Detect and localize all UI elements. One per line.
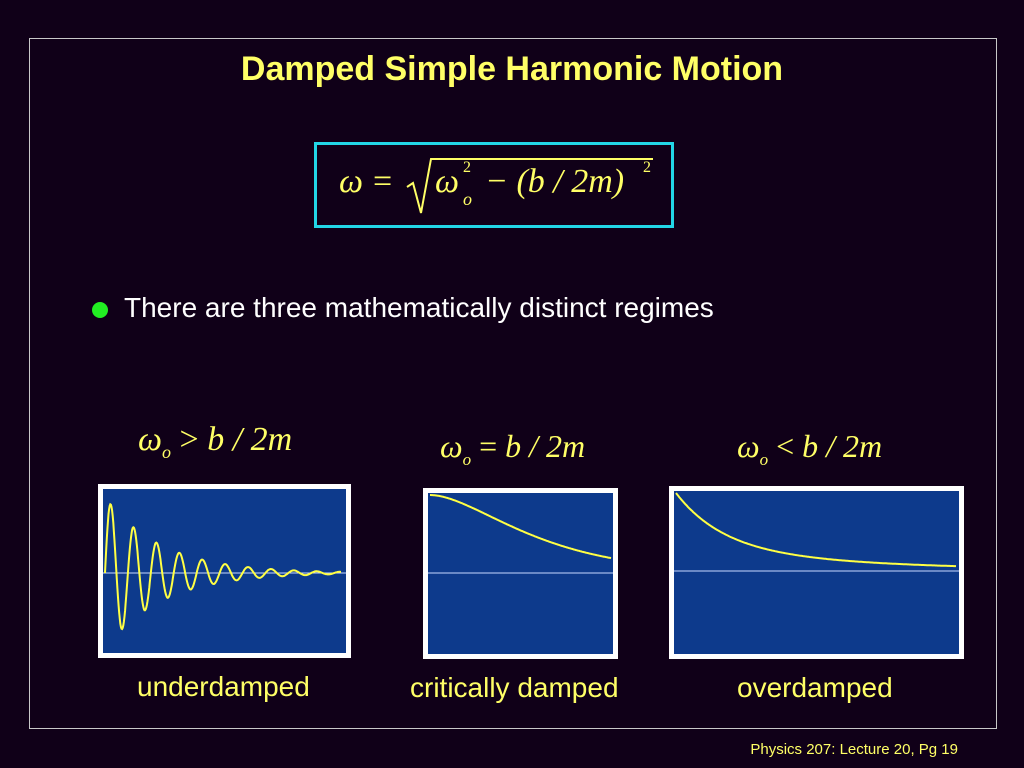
critically-damped-curve: [430, 494, 612, 560]
condition-overdamped: ωo < b / 2m: [737, 428, 883, 469]
critically-damped-plot: [428, 494, 613, 574]
cond-rel: >: [179, 421, 199, 458]
panel-underdamped: [98, 484, 351, 658]
bullet-dot-icon: [92, 302, 108, 318]
eq-sub-o: o: [463, 189, 472, 209]
cond-rhs: b / 2m: [207, 421, 293, 458]
cond-rhs: b / 2m: [802, 428, 883, 464]
condition-underdamped: ωo > b / 2m: [138, 421, 293, 462]
eq-equals: =: [373, 163, 393, 200]
overdamped-plot: [674, 492, 959, 572]
overdamped-curve: [675, 492, 956, 568]
sqrt-sign: [406, 158, 653, 214]
cond-omega: ω: [440, 428, 463, 464]
panel-overdamped: [669, 486, 964, 659]
panel-critically-damped: [423, 488, 618, 659]
caption-underdamped: underdamped: [137, 671, 310, 702]
eq-omega: ω: [339, 163, 364, 200]
slide-title: Damped Simple Harmonic Motion: [240, 50, 784, 88]
slide-frame: [29, 38, 997, 729]
equation-box: ω = ω 2 o − (b / 2m) 2: [314, 142, 674, 228]
condition-critically-damped: ωo = b / 2m: [440, 428, 586, 469]
eq-omega-o: ω: [435, 163, 460, 200]
bullet-text: There are three mathematically distinct …: [124, 292, 714, 323]
cond-omega: ω: [138, 421, 163, 458]
caption-critically-damped: critically damped: [410, 672, 619, 703]
underdamped-plot: [103, 502, 346, 631]
cond-sub: o: [759, 450, 769, 469]
cond-rhs: b / 2m: [505, 428, 586, 464]
cond-rel: <: [776, 428, 795, 464]
slide-footer: Physics 207: Lecture 20, Pg 19: [750, 741, 958, 758]
cond-omega: ω: [737, 428, 760, 464]
eq-outer-sup: 2: [643, 159, 651, 176]
eq-minus-part: − (b / 2m): [485, 163, 625, 200]
cond-rel: =: [479, 428, 498, 464]
cond-sub: o: [162, 442, 172, 462]
caption-overdamped: overdamped: [737, 672, 893, 703]
eq-sup-2: 2: [463, 159, 471, 176]
underdamped-curve: [104, 502, 341, 631]
cond-sub: o: [462, 450, 472, 469]
